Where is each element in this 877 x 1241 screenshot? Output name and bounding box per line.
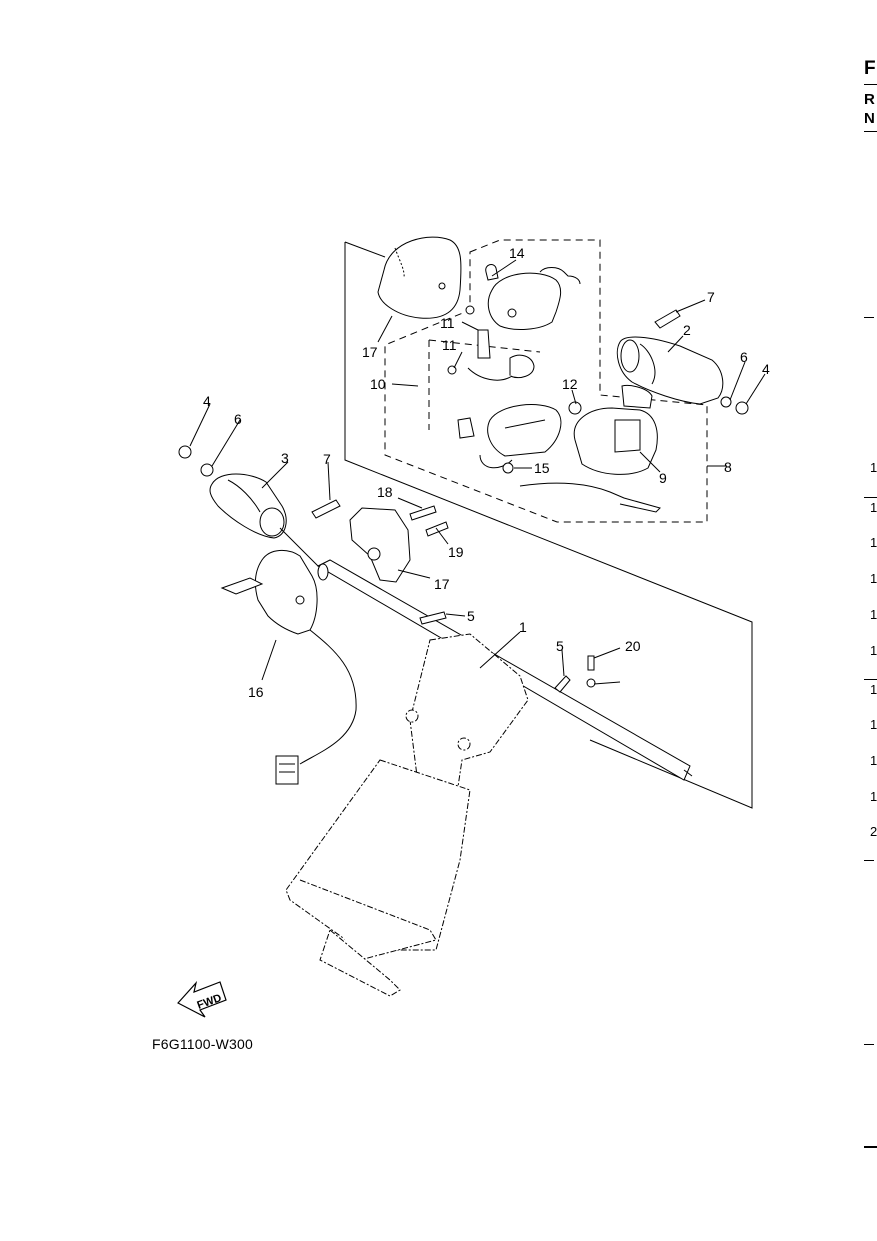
part-18-cover: [377, 236, 462, 319]
edge-number: 1: [870, 717, 877, 732]
edge-rule: [864, 497, 877, 498]
callout-5-right: 6: [740, 349, 748, 365]
callout-13: 14: [509, 245, 525, 261]
edge-number: 1: [870, 500, 877, 515]
edge-letter-n: N: [864, 110, 875, 127]
callout-9: 9: [659, 470, 667, 486]
edge-rule: [864, 1044, 874, 1045]
callout-4-right: 4: [762, 361, 770, 377]
callout-2: 2: [683, 322, 691, 338]
fwd-arrow: [177, 980, 227, 1018]
leader-lines: [189, 259, 766, 685]
callout-15: 16: [248, 684, 264, 700]
edge-rule: [864, 84, 877, 85]
callout-4-left: 4: [203, 393, 211, 409]
callout-labels: 14 7 2 11 11 17 6 4 10 12 4 6 3 7 8 15 9…: [196, 245, 770, 1012]
assembly-frame: [344, 241, 753, 809]
callout-3: 3: [281, 450, 289, 466]
edge-number: 1: [870, 643, 877, 658]
part-3-left-grip: [209, 473, 287, 539]
callout-14: 15: [534, 460, 550, 476]
callout-1: 1: [519, 619, 527, 635]
edge-letter-r: R: [864, 91, 875, 108]
callout-10: 10: [370, 376, 386, 392]
edge-number: 1: [870, 535, 877, 550]
callout-12: 12: [562, 376, 578, 392]
edge-number: 2: [870, 824, 877, 839]
edge-rule: [864, 317, 874, 318]
part-15-throttle-lever: [220, 550, 357, 785]
callout-17-upper: 18: [377, 484, 393, 500]
callout-16: 17: [434, 576, 450, 592]
edge-number: 1: [870, 753, 877, 768]
part-16-bracket: [349, 507, 411, 583]
edge-rule: [864, 860, 874, 861]
part-9-lower-case: [519, 385, 661, 513]
steering-column: [285, 633, 529, 997]
callout-6-left: 7: [323, 451, 331, 467]
callout-11-lower: 11: [442, 337, 457, 353]
callout-7-right: 5: [556, 638, 564, 654]
edge-number: 1: [870, 789, 877, 804]
edge-number: 1: [870, 607, 877, 622]
callout-18: 17: [362, 344, 378, 360]
edge-number: 1: [870, 682, 877, 697]
drawing-code: F6G1100-W300: [152, 1036, 253, 1052]
switch-assembly-box: [384, 239, 708, 523]
edge-rule: [864, 131, 877, 132]
edge-rule: [864, 1146, 877, 1148]
callout-11-upper: 11: [440, 315, 455, 331]
switch-internals: [457, 329, 562, 469]
callout-7-mid: 5: [467, 608, 475, 624]
callout-8: 8: [724, 459, 732, 475]
edge-number: 1: [870, 460, 877, 475]
edge-number: 1: [870, 571, 877, 586]
switch-housing-top: [485, 264, 581, 330]
edge-letter-f: F: [864, 58, 876, 79]
callout-6-right: 7: [707, 289, 715, 305]
callout-17-lower: 19: [448, 544, 464, 560]
callout-19: 20: [625, 638, 641, 654]
part-2-right-grip: [616, 336, 724, 405]
callout-5-left: 6: [234, 411, 242, 427]
edge-rule: [864, 679, 877, 680]
